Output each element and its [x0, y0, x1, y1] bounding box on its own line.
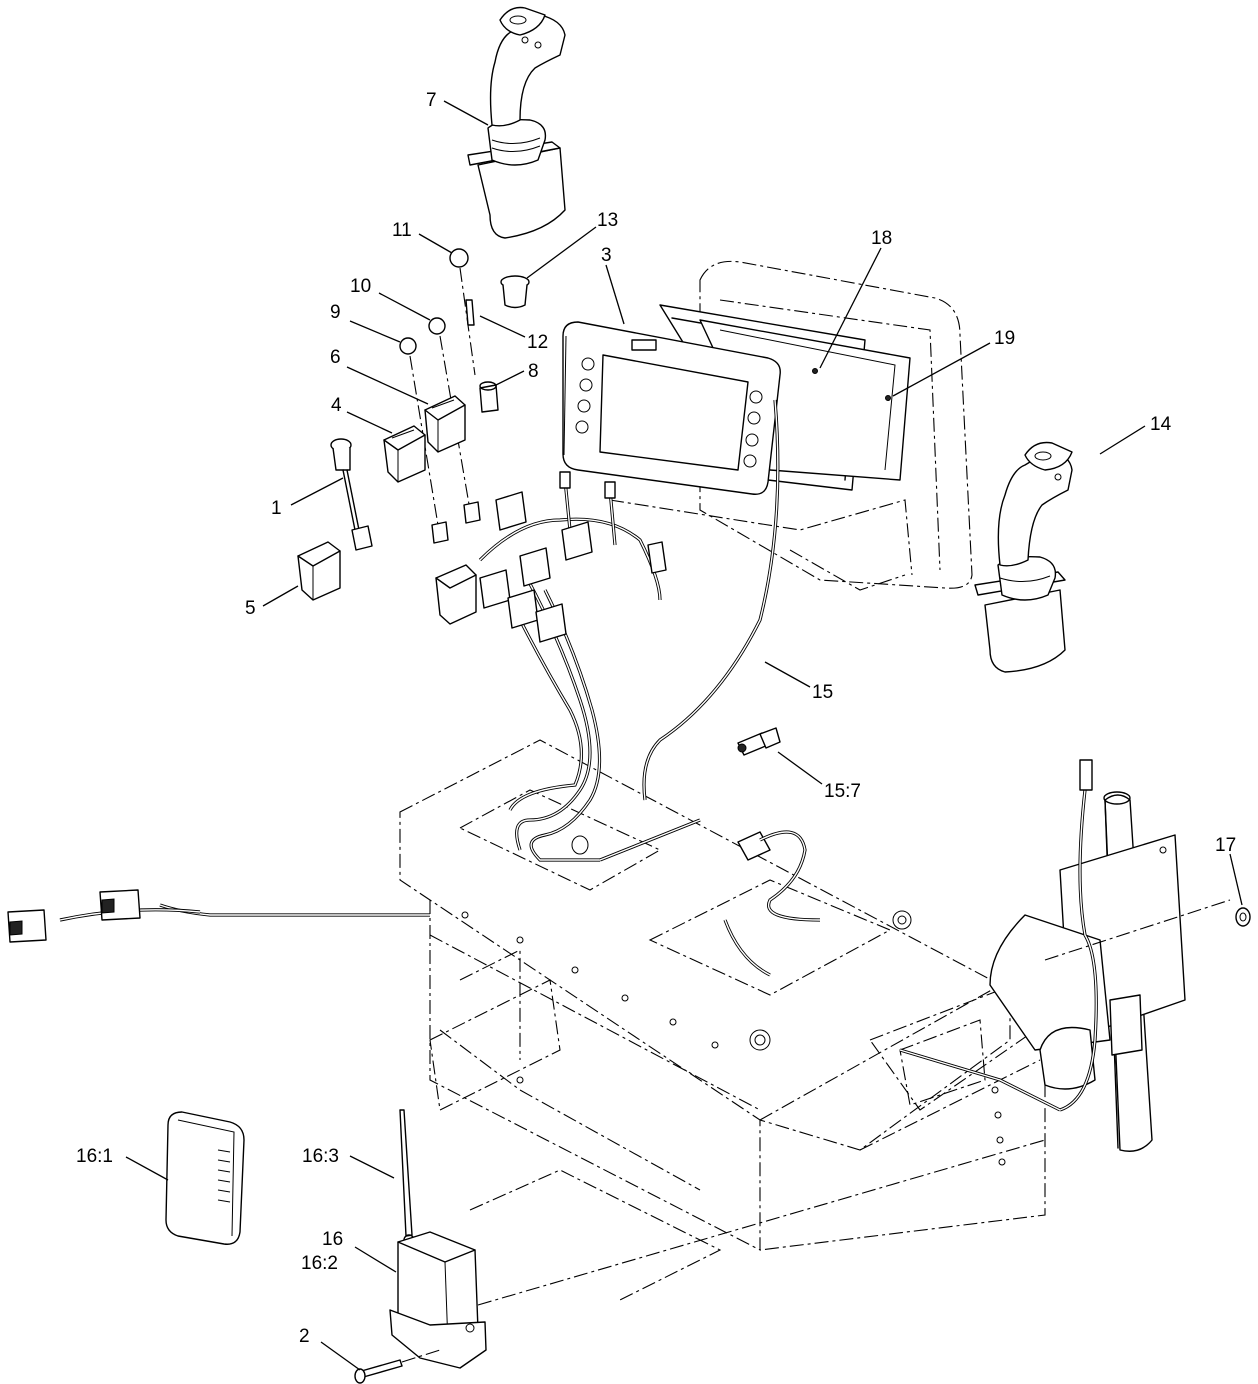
- push-button-13: [500, 275, 530, 309]
- callout-13: 13: [597, 210, 618, 231]
- callout-11: 11: [392, 220, 412, 241]
- radio-receiver-16: [389, 1109, 1046, 1369]
- rocker-switch-4: [383, 425, 426, 483]
- callout-19: 19: [994, 328, 1015, 349]
- callout-16-2: 16:2: [301, 1253, 338, 1274]
- callout-16: 16: [322, 1229, 343, 1250]
- sensor-15-7: [737, 727, 781, 756]
- callout-15-7: 15:7: [824, 781, 861, 802]
- connector-pin-12: [465, 299, 475, 326]
- right-mount-bracket: [899, 759, 1231, 1152]
- callout-2: 2: [299, 1326, 310, 1347]
- display-unit: [562, 321, 781, 495]
- rocker-switch-6: [424, 395, 466, 453]
- callout-4: 4: [331, 395, 342, 416]
- bolt-2: [354, 1349, 441, 1384]
- callout-labels: 7 11 13 3 18 10 9 12 19 6 8 4 14 1 5 15 …: [76, 90, 1236, 1347]
- joystick-right: [974, 441, 1073, 673]
- rocker-switch-5: [297, 541, 341, 601]
- wiring-harness: [7, 399, 821, 977]
- nut-17: [1235, 907, 1251, 927]
- display-mount-phantom: [609, 260, 973, 591]
- callout-17: 17: [1215, 835, 1236, 856]
- switch-holders-row: [431, 501, 481, 625]
- callout-16-1: 16:1: [76, 1146, 113, 1167]
- callout-8: 8: [528, 361, 539, 382]
- leader-lines: [125, 100, 1243, 1371]
- callout-18: 18: [871, 228, 892, 249]
- callout-10: 10: [350, 276, 371, 297]
- console-base-frame: [399, 739, 1052, 1301]
- callout-9: 9: [330, 302, 341, 323]
- remote-cover-16-1: [165, 1111, 245, 1245]
- key-switch-1: [330, 438, 373, 551]
- callout-12: 12: [527, 332, 548, 353]
- callout-6: 6: [330, 347, 341, 368]
- callout-16-3: 16:3: [302, 1146, 339, 1167]
- callout-1: 1: [271, 498, 282, 519]
- switch-holder-8: [479, 381, 499, 413]
- joystick-left: [467, 6, 566, 239]
- callout-15: 15: [812, 682, 833, 703]
- callout-7: 7: [426, 90, 437, 111]
- callout-14: 14: [1150, 414, 1172, 435]
- callout-3: 3: [601, 245, 612, 266]
- callout-5: 5: [245, 598, 256, 619]
